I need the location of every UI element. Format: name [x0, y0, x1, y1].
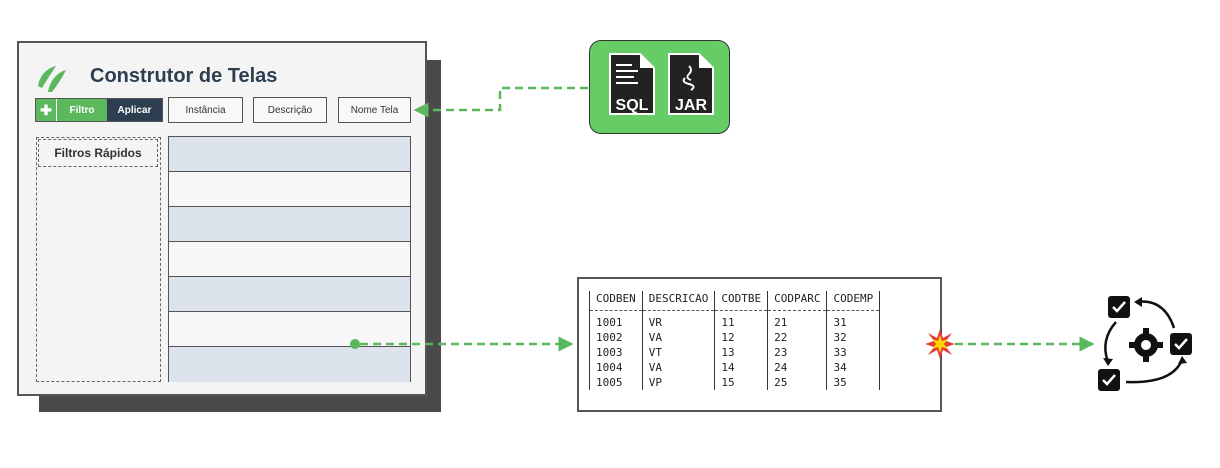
table-cell: 11	[714, 310, 769, 330]
grid-row[interactable]	[169, 277, 410, 312]
col-header: DESCRICAO	[641, 291, 716, 311]
grid-row[interactable]	[169, 242, 410, 277]
descricao-field[interactable]: Descrição	[253, 97, 327, 123]
sql-file-icon: SQL	[609, 53, 655, 115]
grid-connector-dot	[350, 339, 360, 349]
gear-cycle-icon	[1098, 296, 1192, 391]
table-cell: VT	[641, 345, 716, 360]
table-cell: 21	[767, 310, 828, 330]
table-cell: VP	[641, 375, 716, 390]
col-header: CODPARC	[767, 291, 828, 311]
jar-label: JAR	[675, 97, 707, 114]
result-table-box: CODBEN DESCRICAO CODTBE CODPARC CODEMP 1…	[577, 277, 942, 412]
col-header: CODTBE	[714, 291, 769, 311]
plus-icon[interactable]: ✚	[36, 99, 57, 121]
table-cell: 23	[767, 345, 828, 360]
jar-file-icon: JAR	[668, 53, 714, 115]
table-cell: 35	[826, 375, 881, 390]
nome-tela-field[interactable]: Nome Tela	[338, 97, 411, 123]
data-grid	[168, 136, 411, 382]
quick-filters-title: Filtros Rápidos	[38, 139, 158, 167]
page-title: Construtor de Telas	[90, 65, 278, 87]
checkbox-icon	[1108, 296, 1130, 318]
aplicar-button[interactable]: Aplicar	[107, 99, 162, 121]
table-cell: 1003	[589, 345, 643, 360]
grid-row[interactable]	[169, 207, 410, 242]
table-cell: 22	[767, 330, 828, 345]
table-cell: 1004	[589, 360, 643, 375]
explosion-icon	[925, 329, 955, 359]
table-cell: 32	[826, 330, 881, 345]
table-cell: 12	[714, 330, 769, 345]
table-cell: VA	[641, 330, 716, 345]
table-cell: 1002	[589, 330, 643, 345]
table-cell: VR	[641, 310, 716, 330]
checkbox-icon	[1170, 333, 1192, 355]
col-header: CODBEN	[589, 291, 643, 311]
files-to-window-arrow	[413, 86, 588, 118]
table-cell: 31	[826, 310, 881, 330]
table-cell: 34	[826, 360, 881, 375]
table-cell: 1005	[589, 375, 643, 390]
grid-row[interactable]	[169, 312, 410, 347]
table-cell: 1001	[589, 310, 643, 330]
result-table: CODBEN DESCRICAO CODTBE CODPARC CODEMP 1…	[589, 291, 881, 390]
grid-row[interactable]	[169, 137, 410, 172]
table-cell: 25	[767, 375, 828, 390]
table-cell: 15	[714, 375, 769, 390]
gear-icon	[1129, 328, 1163, 362]
filtro-button[interactable]: Filtro	[57, 99, 107, 121]
table-cell: 33	[826, 345, 881, 360]
instancia-field[interactable]: Instância	[168, 97, 243, 123]
grid-row[interactable]	[169, 172, 410, 207]
table-cell: 13	[714, 345, 769, 360]
table-cell: 14	[714, 360, 769, 375]
sql-label: SQL	[616, 97, 649, 114]
logo-leaf-icon	[38, 66, 66, 92]
table-cell: 24	[767, 360, 828, 375]
grid-row[interactable]	[169, 347, 410, 382]
filter-group: ✚ Filtro Aplicar	[35, 98, 163, 122]
col-header: CODEMP	[826, 291, 881, 311]
checkbox-icon	[1098, 369, 1120, 391]
table-cell: VA	[641, 360, 716, 375]
quick-filters-panel	[36, 137, 161, 382]
